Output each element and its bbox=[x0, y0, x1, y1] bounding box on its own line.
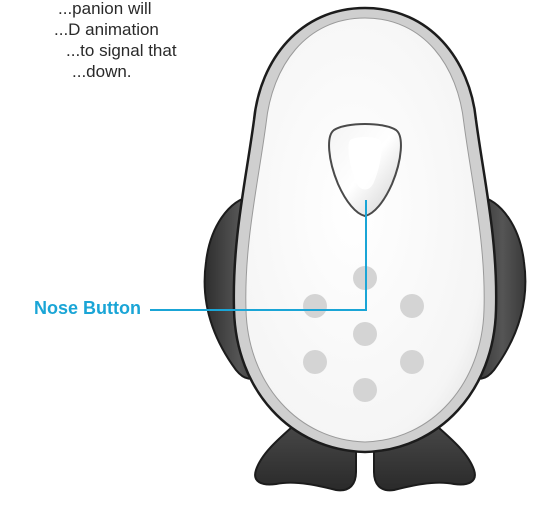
led-dot bbox=[400, 350, 424, 374]
led-dot bbox=[353, 322, 377, 346]
nose-button-callout-label: Nose Button bbox=[34, 298, 141, 319]
led-dot bbox=[303, 294, 327, 318]
led-dot bbox=[353, 378, 377, 402]
led-dot bbox=[303, 350, 327, 374]
led-dot bbox=[400, 294, 424, 318]
